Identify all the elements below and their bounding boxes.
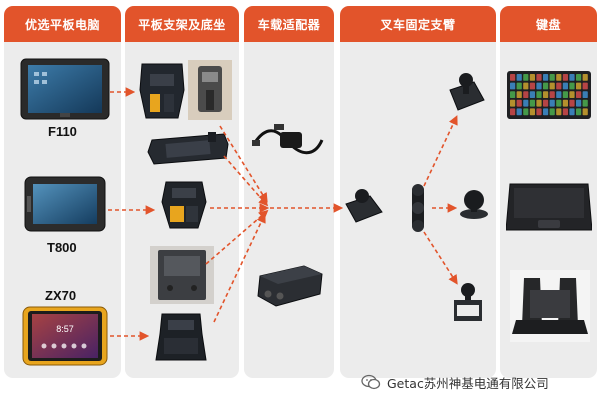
wechat-icon (361, 374, 381, 390)
tablet-zx70-image: 8:57 (22, 306, 108, 366)
keyboard-key (582, 82, 588, 90)
zx70-screen-time: 8:57 (56, 324, 74, 334)
keyboard-key (516, 108, 522, 116)
keyboard-key (569, 108, 575, 116)
keyboard-key (549, 82, 555, 90)
keyboard-key (569, 74, 575, 81)
keyboard-key (562, 82, 568, 90)
tablet-holster-image (139, 63, 185, 119)
keyboard-key (516, 99, 522, 107)
keyboard-key (582, 74, 588, 81)
tablet-zx70-label: ZX70 (45, 288, 77, 303)
keyboard-key (569, 82, 575, 90)
keyboard-key (529, 108, 535, 116)
tablet-t800-image (24, 176, 106, 232)
keyboard-key (556, 82, 562, 90)
keyboard-key (549, 99, 555, 107)
keyboard-key (562, 108, 568, 116)
keyboard-key (536, 108, 542, 116)
keyboard-key (569, 99, 575, 107)
keyboard-key (556, 99, 562, 107)
keyboard-key (523, 74, 529, 81)
keyboard-key (576, 74, 582, 81)
keyboard-key (582, 108, 588, 116)
tablet-t800-label: T800 (47, 240, 77, 255)
keyboard-key (549, 91, 555, 98)
keyboard-key (510, 91, 516, 98)
cradle-dock-image (155, 313, 207, 361)
ram-ball-round-base-image (460, 190, 488, 219)
keyboard-key (549, 74, 555, 81)
ram-ball-base-plate-top (449, 73, 485, 111)
keyboard-key (556, 108, 562, 116)
keyboard-key (523, 99, 529, 107)
header-tablets: 优选平板电脑 (4, 6, 121, 42)
keyboard-key (576, 91, 582, 98)
keyboard-key (543, 91, 549, 98)
header-adapters: 车载适配器 (244, 6, 334, 42)
header-mounts: 平板支架及底坐 (125, 6, 239, 42)
ram-ball-clamp-base-image (454, 283, 482, 321)
keyboard-key (536, 99, 542, 107)
keyboard-key (582, 99, 588, 107)
keyboard-key (569, 91, 575, 98)
keyboard-key (523, 108, 529, 116)
keyboard-key (516, 74, 522, 81)
mount-bracket-photo (188, 60, 232, 120)
keyboard-key (529, 91, 535, 98)
header-forklift-arms: 叉车固定支臂 (340, 6, 496, 42)
keyboard-key (543, 82, 549, 90)
column-panel-adapters (244, 6, 334, 378)
keyboard-key (516, 82, 522, 90)
mounting-plate-photo (150, 246, 214, 304)
keyboard-key (576, 82, 582, 90)
keyboard-mount-tray-image (510, 270, 590, 342)
vehicle-dock-image (147, 132, 229, 165)
keyboard-key (510, 82, 516, 90)
keyboard-key (516, 91, 522, 98)
rugged-keyboard-backlit-image (507, 71, 591, 119)
keyboard-key (536, 91, 542, 98)
keyboard-key (562, 99, 568, 107)
keyboard-key (523, 91, 529, 98)
power-adapter-cable-image (252, 124, 324, 155)
keyboard-key (510, 74, 516, 81)
keyboard-key (576, 99, 582, 107)
keyboard-key (529, 74, 535, 81)
docking-cradle-image (161, 181, 207, 229)
keyboard-key (529, 82, 535, 90)
keyboard-key (536, 74, 542, 81)
keyboard-key (510, 99, 516, 107)
keyboard-key (529, 99, 535, 107)
keyboard-key (582, 91, 588, 98)
keyboard-key (556, 74, 562, 81)
rugged-keyboard-image (506, 183, 592, 231)
keyboard-key (523, 82, 529, 90)
watermark: Getac苏州神基电通有限公司 (361, 370, 597, 394)
keyboard-key (543, 99, 549, 107)
tablet-f110-label: F110 (48, 124, 77, 139)
keyboard-key (556, 91, 562, 98)
keyboard-key (510, 108, 516, 116)
double-socket-arm-image (412, 184, 424, 232)
keyboard-key (543, 74, 549, 81)
vehicle-adapter-box-image (257, 265, 323, 307)
header-keyboards: 键盘 (500, 6, 597, 42)
ram-ball-base-plate-left (345, 189, 383, 223)
watermark-text: Getac苏州神基电通有限公司 (387, 375, 549, 391)
keyboard-key (536, 82, 542, 90)
keyboard-key (543, 108, 549, 116)
keyboard-key (562, 74, 568, 81)
tablet-f110-image (20, 58, 110, 120)
keyboard-key (562, 91, 568, 98)
keyboard-key (549, 108, 555, 116)
keyboard-key (576, 108, 582, 116)
